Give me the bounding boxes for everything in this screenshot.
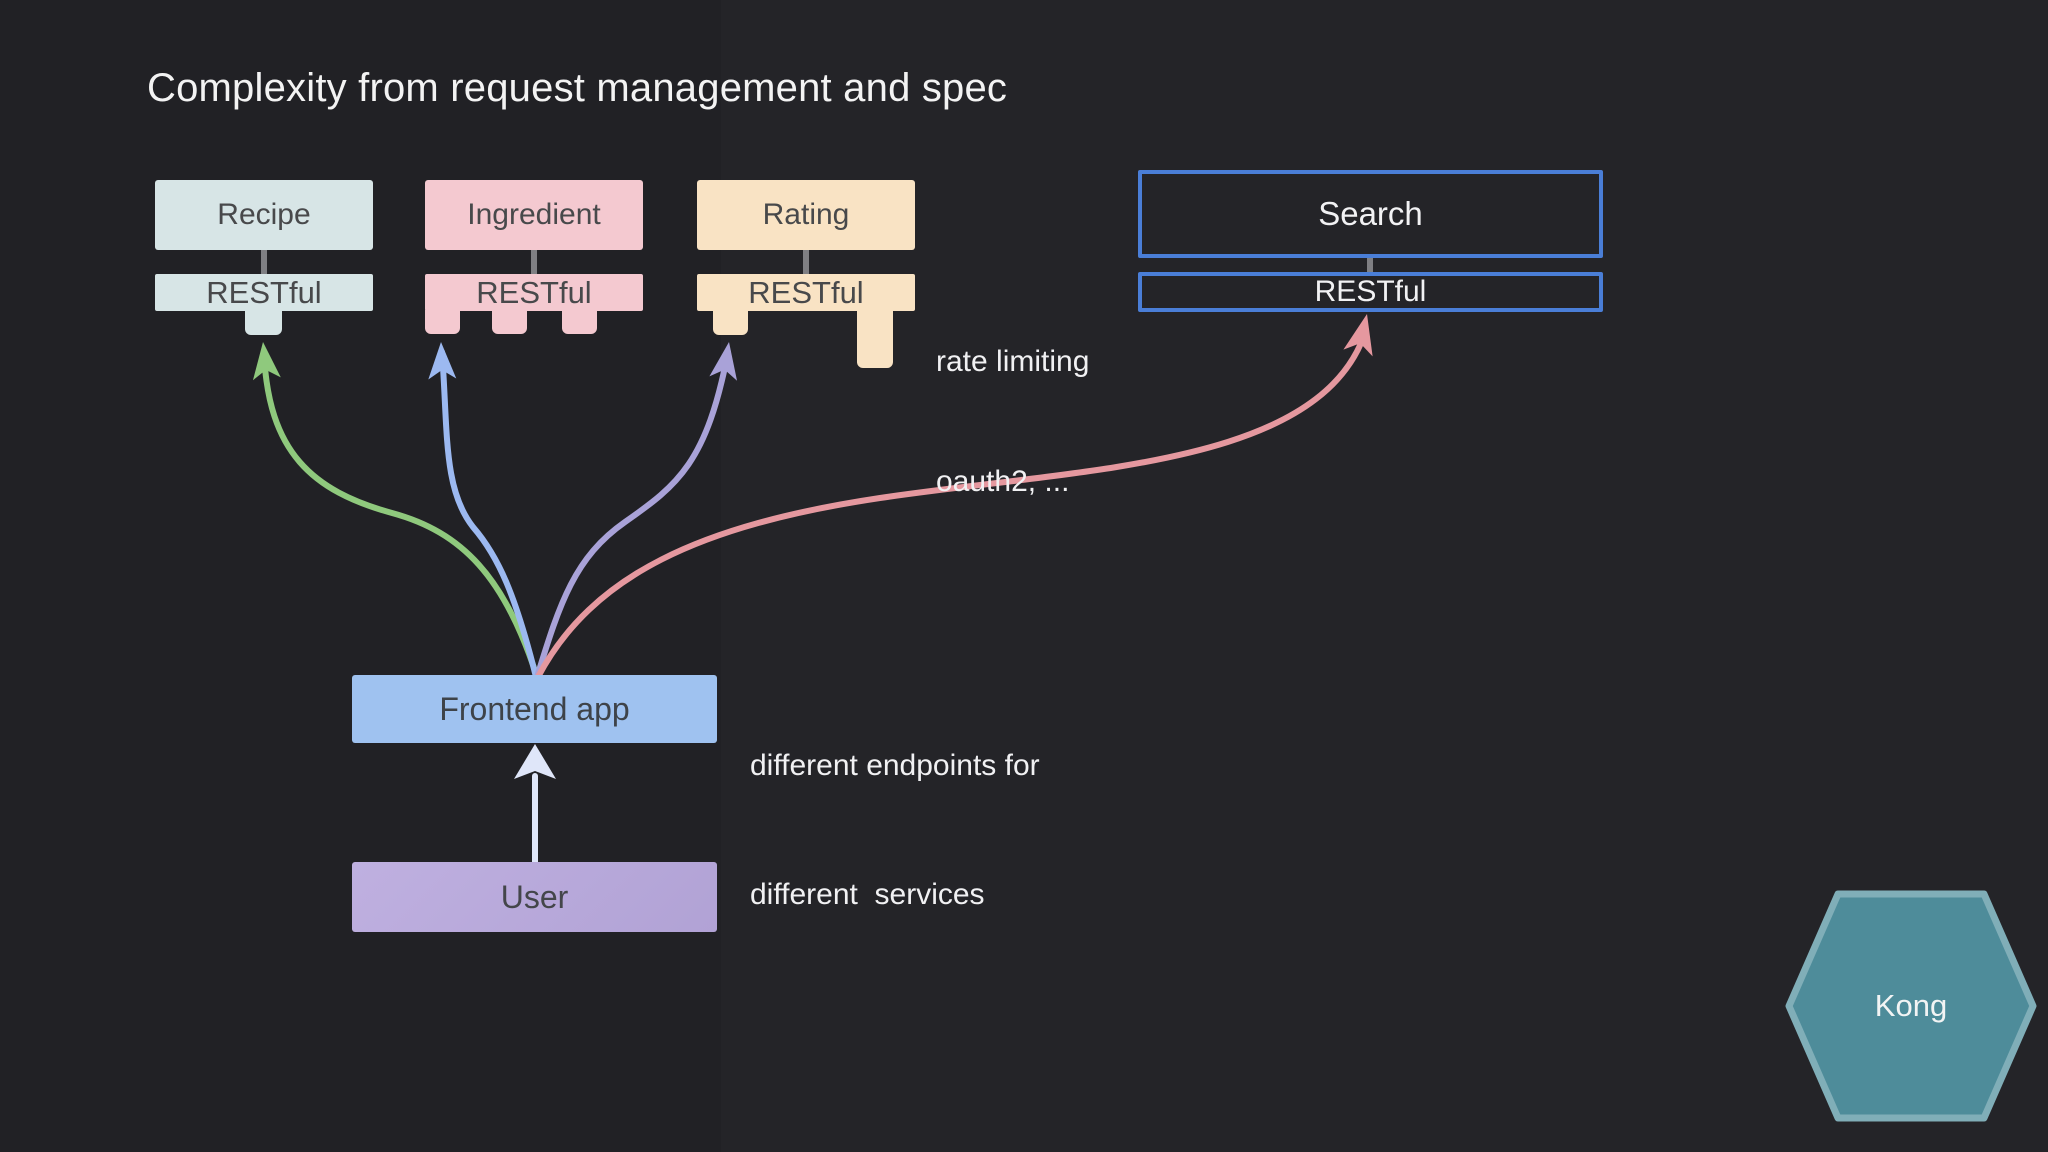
annotation-endpoints: different endpoints for different servic… xyxy=(750,658,1040,1002)
restful-tab-rating-1 xyxy=(713,310,748,335)
restful-label-rating: RESTful xyxy=(748,274,864,310)
arrowhead-rating-icon xyxy=(709,342,738,381)
kong-label: Kong xyxy=(1874,988,1948,1023)
arrow-frontend-to-search xyxy=(535,327,1369,680)
service-label-ingredient: Ingredient xyxy=(467,198,601,231)
connector-rating xyxy=(803,250,809,274)
restful-box-rating: RESTful xyxy=(697,274,915,311)
restful-tab-ingredient-2 xyxy=(492,310,527,334)
frontend-app-label: Frontend app xyxy=(439,690,630,727)
service-box-rating: Rating xyxy=(697,180,915,250)
restful-box-recipe: RESTful xyxy=(155,274,373,311)
arrowhead-frontend-icon xyxy=(514,744,556,779)
frontend-app-box: Frontend app xyxy=(352,675,717,743)
arrowhead-search-icon xyxy=(1343,314,1373,357)
restful-box-search: RESTful xyxy=(1138,272,1603,312)
arrowhead-recipe-icon xyxy=(252,342,281,381)
kong-hexagon xyxy=(1785,890,2037,1122)
annotation-rate-limiting-line1: rate limiting xyxy=(936,345,1090,378)
service-label-rating: Rating xyxy=(762,198,850,231)
annotation-endpoints-line1: different endpoints for xyxy=(750,749,1040,782)
user-label: User xyxy=(500,878,569,915)
annotation-endpoints-line2: different services xyxy=(750,878,985,911)
restful-tab-rating-2 xyxy=(857,310,893,368)
restful-box-ingredient: RESTful xyxy=(425,274,643,311)
arrow-frontend-to-ingredient xyxy=(439,349,539,680)
restful-label-recipe: RESTful xyxy=(206,274,322,310)
arrow-frontend-to-rating xyxy=(534,349,731,680)
annotation-rate-limiting-line2: oauth2, ... xyxy=(936,465,1070,498)
page-title: Complexity from request management and s… xyxy=(147,66,1008,110)
restful-label-search: RESTful xyxy=(1314,275,1427,308)
service-label-search: Search xyxy=(1318,195,1423,232)
user-box: User xyxy=(352,862,717,932)
connector-search xyxy=(1367,258,1373,272)
restful-tab-recipe xyxy=(245,310,282,335)
connector-ingredient xyxy=(531,250,537,274)
connector-recipe xyxy=(261,250,267,274)
annotation-rate-limiting: rate limiting oauth2, ... xyxy=(936,262,1089,582)
service-box-recipe: Recipe xyxy=(155,180,373,250)
arrowhead-ingredient-icon xyxy=(428,342,457,380)
service-box-search: Search xyxy=(1138,170,1603,258)
service-label-recipe: Recipe xyxy=(217,198,311,231)
restful-label-ingredient: RESTful xyxy=(476,274,592,310)
arrow-frontend-to-recipe xyxy=(261,349,540,680)
restful-tab-ingredient-1 xyxy=(425,310,460,334)
restful-tab-ingredient-3 xyxy=(562,310,597,334)
service-box-ingredient: Ingredient xyxy=(425,180,643,250)
